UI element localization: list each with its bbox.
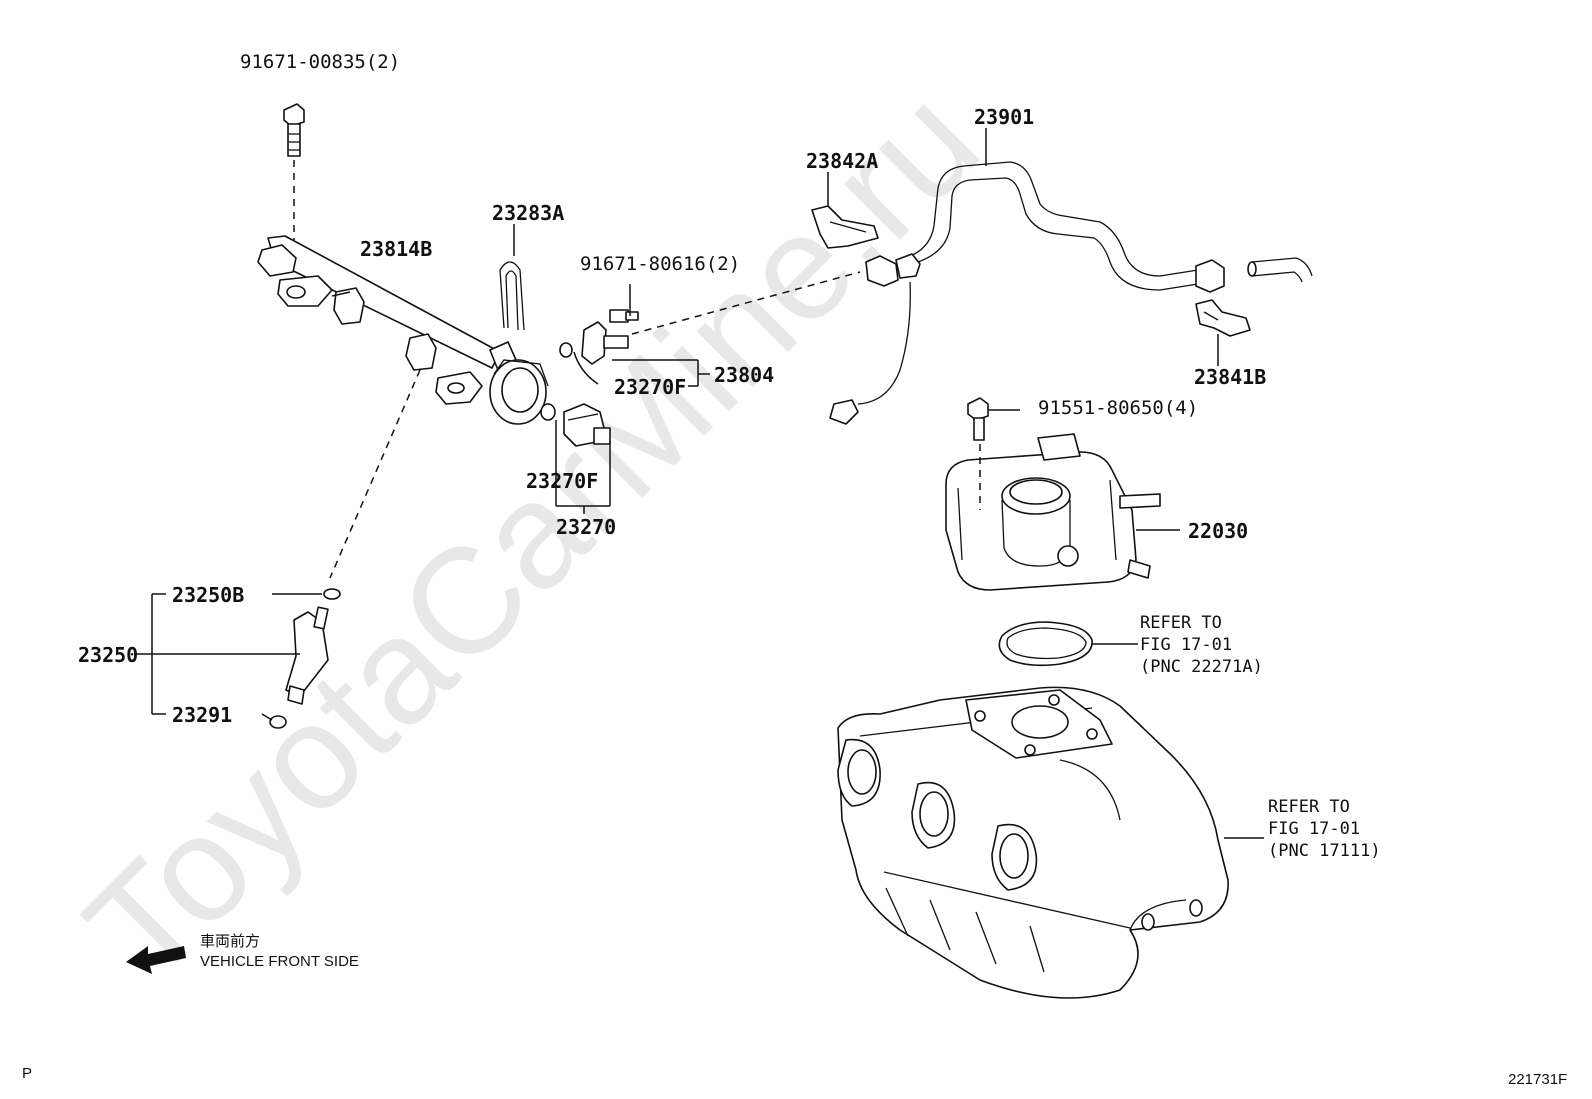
label-23841B: 23841B (1194, 365, 1266, 389)
throttle-gasket (998, 621, 1138, 667)
fuel-hose-23901 (829, 161, 1313, 425)
label-23270F-lower: 23270F (526, 469, 598, 493)
intake-manifold (837, 686, 1264, 999)
ref-gasket-line3: (PNC 22271A) (1140, 657, 1263, 677)
direction-en: VEHICLE FRONT SIDE (200, 953, 359, 970)
label-23250: 23250 (78, 643, 138, 667)
label-23842A: 23842A (806, 149, 878, 173)
label-23291: 23291 (172, 703, 232, 727)
label-91671-80616: 91671-80616(2) (580, 253, 740, 275)
regulator-housing (489, 359, 549, 425)
label-22030: 22030 (1188, 519, 1248, 543)
label-23804: 23804 (714, 363, 774, 387)
clamp-23841B (1195, 299, 1251, 337)
bolt-91671-00835 (283, 103, 305, 157)
clamp-23842A (811, 205, 879, 249)
leader-lines (136, 284, 1020, 721)
label-23814B: 23814B (360, 237, 432, 261)
label-23270: 23270 (556, 515, 616, 539)
pulsation-damper-23804 (559, 309, 639, 365)
fuel-injector-23250 (269, 588, 341, 729)
label-23901: 23901 (974, 105, 1034, 129)
vehicle-front-arrow (126, 946, 186, 974)
ref-gasket-line1: REFER TO (1140, 613, 1222, 633)
pressure-regulator-23270 (540, 403, 611, 447)
label-91551-80650: 91551-80650(4) (1038, 397, 1198, 419)
label-23283A: 23283A (492, 201, 564, 225)
label-91671-00835: 91671-00835(2) (240, 51, 400, 73)
label-23250B: 23250B (172, 583, 244, 607)
ref-manifold-line1: REFER TO (1268, 797, 1350, 817)
ref-manifold-line3: (PNC 17111) (1268, 841, 1381, 861)
clip-23283A (499, 261, 525, 331)
label-23270F-upper: 23270F (614, 375, 686, 399)
throttle-body-22030 (945, 397, 1161, 591)
ref-manifold-line2: FIG 17-01 (1268, 819, 1360, 839)
corner-label: P (22, 1065, 32, 1082)
fuel-delivery-pipe-23814B (257, 235, 517, 405)
direction-jp: 車両前方 (200, 933, 260, 950)
figure-id: 221731F (1508, 1071, 1567, 1088)
ref-gasket-line2: FIG 17-01 (1140, 635, 1232, 655)
